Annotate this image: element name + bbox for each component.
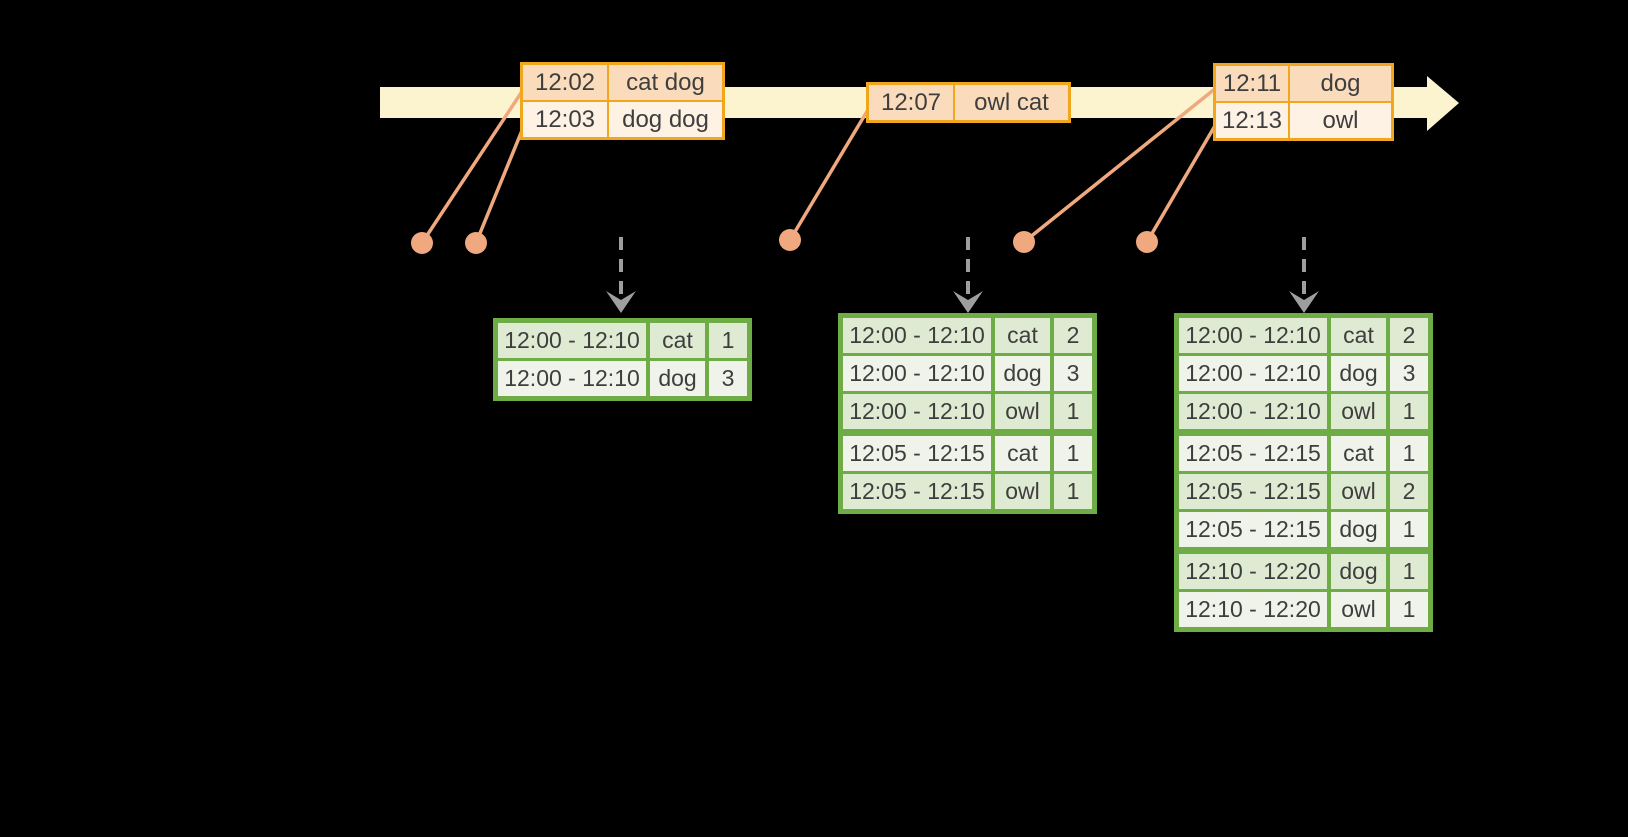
event-dot bbox=[779, 229, 801, 251]
count-cell: 1 bbox=[709, 323, 747, 358]
word-cell: dog bbox=[1331, 512, 1386, 547]
count-cell: 2 bbox=[1054, 318, 1092, 353]
count-cell: 1 bbox=[1390, 592, 1428, 627]
table-row: 12:10 - 12:20 dog 1 bbox=[1179, 554, 1428, 589]
word-cell: cat bbox=[1331, 318, 1386, 353]
table-row: 12:00 - 12:10 owl 1 bbox=[1179, 394, 1428, 429]
trigger-arrows bbox=[606, 237, 1319, 313]
window-cell: 12:00 - 12:10 bbox=[1179, 318, 1327, 353]
table-row: 12:03 dog dog bbox=[523, 102, 722, 137]
table-row: 12:00 - 12:10 cat 2 bbox=[843, 318, 1092, 353]
result-table-2: 12:00 - 12:10 cat 2 12:00 - 12:10 dog 3 … bbox=[838, 313, 1097, 514]
word-cell: owl bbox=[1331, 474, 1386, 509]
table-row: 12:13 owl bbox=[1216, 103, 1391, 138]
event-dot bbox=[1013, 231, 1035, 253]
event-table-1202: 12:02 cat dog 12:03 dog dog bbox=[520, 62, 725, 140]
window-cell: 12:10 - 12:20 bbox=[1179, 554, 1327, 589]
event-connector-line bbox=[1022, 86, 1218, 244]
word-cell: owl bbox=[995, 394, 1050, 429]
table-row: 12:10 - 12:20 owl 1 bbox=[1179, 592, 1428, 627]
event-connector-lines bbox=[420, 86, 1218, 244]
table-row: 12:07 owl cat bbox=[869, 85, 1068, 120]
word-cell: cat bbox=[995, 436, 1050, 471]
window-cell: 12:00 - 12:10 bbox=[843, 318, 991, 353]
result-table-1: 12:00 - 12:10 cat 1 12:00 - 12:10 dog 3 bbox=[493, 318, 752, 401]
window-cell: 12:05 - 12:15 bbox=[1179, 512, 1327, 547]
window-cell: 12:00 - 12:10 bbox=[498, 323, 646, 358]
event-table-1211: 12:11 dog 12:13 owl bbox=[1213, 63, 1394, 141]
event-words-cell: dog dog bbox=[609, 102, 722, 137]
table-row: 12:05 - 12:15 cat 1 bbox=[843, 436, 1092, 471]
word-cell: cat bbox=[1331, 436, 1386, 471]
count-cell: 3 bbox=[1054, 356, 1092, 391]
word-cell: owl bbox=[1331, 394, 1386, 429]
down-arrowhead-icon bbox=[1289, 291, 1319, 313]
window-cell: 12:00 - 12:10 bbox=[498, 361, 646, 396]
count-cell: 3 bbox=[709, 361, 747, 396]
result-table-3: 12:00 - 12:10 cat 2 12:00 - 12:10 dog 3 … bbox=[1174, 313, 1433, 632]
timeline-arrowhead-icon bbox=[1427, 76, 1459, 131]
window-cell: 12:00 - 12:10 bbox=[843, 394, 991, 429]
table-row: 12:00 - 12:10 dog 3 bbox=[498, 361, 747, 396]
window-cell: 12:10 - 12:20 bbox=[1179, 592, 1327, 627]
count-cell: 2 bbox=[1390, 474, 1428, 509]
window-cell: 12:05 - 12:15 bbox=[1179, 474, 1327, 509]
word-cell: dog bbox=[1331, 554, 1386, 589]
window-cell: 12:00 - 12:10 bbox=[1179, 394, 1327, 429]
count-cell: 1 bbox=[1390, 512, 1428, 547]
count-cell: 1 bbox=[1054, 436, 1092, 471]
table-row: 12:02 cat dog bbox=[523, 65, 722, 100]
count-cell: 1 bbox=[1390, 394, 1428, 429]
word-cell: owl bbox=[995, 474, 1050, 509]
table-row: 12:00 - 12:10 cat 2 bbox=[1179, 318, 1428, 353]
event-connector-line bbox=[1145, 123, 1218, 243]
word-cell: owl bbox=[1331, 592, 1386, 627]
event-time-cell: 12:03 bbox=[523, 102, 607, 137]
word-cell: cat bbox=[650, 323, 705, 358]
window-cell: 12:05 - 12:15 bbox=[843, 474, 991, 509]
window-cell: 12:00 - 12:10 bbox=[843, 356, 991, 391]
table-row: 12:00 - 12:10 cat 1 bbox=[498, 323, 747, 358]
event-time-cell: 12:02 bbox=[523, 65, 607, 100]
word-cell: cat bbox=[995, 318, 1050, 353]
count-cell: 1 bbox=[1054, 394, 1092, 429]
event-table-1207: 12:07 owl cat bbox=[866, 82, 1071, 123]
table-row: 12:05 - 12:15 owl 2 bbox=[1179, 474, 1428, 509]
count-cell: 1 bbox=[1390, 436, 1428, 471]
down-arrowhead-icon bbox=[606, 291, 636, 313]
word-cell: dog bbox=[995, 356, 1050, 391]
word-cell: dog bbox=[650, 361, 705, 396]
down-arrowhead-icon bbox=[953, 291, 983, 313]
event-connector-line bbox=[788, 107, 871, 241]
window-cell: 12:00 - 12:10 bbox=[1179, 356, 1327, 391]
event-dot bbox=[411, 232, 433, 254]
event-words-cell: dog bbox=[1290, 66, 1391, 101]
word-cell: dog bbox=[1331, 356, 1386, 391]
event-time-cell: 12:11 bbox=[1216, 66, 1288, 101]
count-cell: 1 bbox=[1054, 474, 1092, 509]
event-words-cell: cat dog bbox=[609, 65, 722, 100]
event-time-cell: 12:13 bbox=[1216, 103, 1288, 138]
event-time-cell: 12:07 bbox=[869, 85, 953, 120]
table-row: 12:05 - 12:15 cat 1 bbox=[1179, 436, 1428, 471]
event-dot bbox=[1136, 231, 1158, 253]
count-cell: 2 bbox=[1390, 318, 1428, 353]
event-connector-line bbox=[474, 127, 525, 244]
table-row: 12:11 dog bbox=[1216, 66, 1391, 101]
table-row: 12:00 - 12:10 dog 3 bbox=[843, 356, 1092, 391]
event-words-cell: owl bbox=[1290, 103, 1391, 138]
event-dots bbox=[411, 229, 1158, 254]
window-cell: 12:05 - 12:15 bbox=[1179, 436, 1327, 471]
table-row: 12:05 - 12:15 owl 1 bbox=[843, 474, 1092, 509]
count-cell: 3 bbox=[1390, 356, 1428, 391]
count-cell: 1 bbox=[1390, 554, 1428, 589]
event-connector-line bbox=[420, 89, 525, 244]
window-cell: 12:05 - 12:15 bbox=[843, 436, 991, 471]
table-row: 12:00 - 12:10 dog 3 bbox=[1179, 356, 1428, 391]
table-row: 12:00 - 12:10 owl 1 bbox=[843, 394, 1092, 429]
event-words-cell: owl cat bbox=[955, 85, 1068, 120]
event-dot bbox=[465, 232, 487, 254]
table-row: 12:05 - 12:15 dog 1 bbox=[1179, 512, 1428, 547]
